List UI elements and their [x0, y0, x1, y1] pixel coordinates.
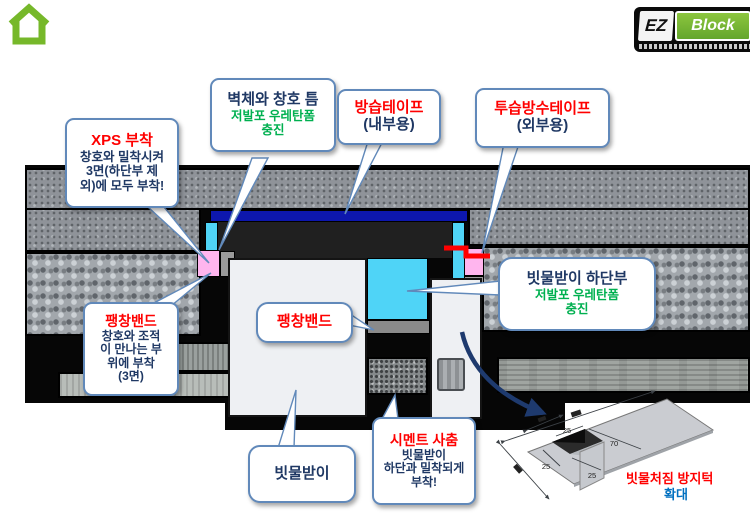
callout-wall-gap-title: 벽체와 창호 틈 [227, 91, 319, 109]
callout-gutter-bottom-title: 빗물받이 하단부 [526, 270, 628, 288]
callout-xps-title: XPS 부착 [91, 132, 153, 150]
house-icon [8, 3, 50, 45]
callout-vapor-tape-line: (내부용) [363, 116, 415, 133]
callout-xps-line: 외)에 모두 부착! [79, 178, 165, 193]
callout-expansion-band-left-title: 팽창밴드 [105, 313, 157, 329]
callout-cement-title: 시멘트 사춤 [389, 431, 459, 448]
callout-expansion-band-center-title: 팽창밴드 [276, 313, 333, 331]
callout-cement-line: 부착! [410, 474, 438, 489]
callout-wall-gap-line: 충진 [261, 123, 285, 138]
brick-course-right [497, 357, 750, 393]
callout-expansion-band-left-line: 창호와 조적 [101, 328, 161, 343]
callout-wall-gap-line: 저발포 우레탄폼 [231, 109, 315, 124]
vapor-tape-strip [210, 210, 468, 222]
xps-board-right [464, 248, 484, 276]
callout-cement-line: 빗물받이 [401, 447, 447, 462]
callout-cement: 시멘트 사춤 빗물받이 하단과 밀착되게 부착! [372, 417, 476, 505]
xps-board-left [197, 250, 220, 277]
callout-gutter-bottom-line: 저발포 우레탄폼 [535, 288, 619, 303]
callout-xps: XPS 부착 창호와 밀착시켜 3면(하단부 제 외)에 모두 부착! [65, 118, 179, 208]
callout-gutter-bottom-line: 충진 [565, 302, 589, 317]
concrete-wall-left [25, 208, 201, 252]
callout-expansion-band-left-line: (3면) [118, 369, 144, 384]
mini-dim-right: 70 [610, 439, 618, 448]
cement-fill-block [367, 357, 428, 395]
callout-breathable-tape-line: (외부용) [516, 117, 569, 134]
callout-vapor-tape: 방습테이프 (내부용) [337, 89, 441, 145]
callout-expansion-band-left-line: 이 만나는 부 [100, 342, 162, 357]
callout-xps-line: 창호와 밀착시켜 [80, 150, 164, 165]
gutter-base-strip [367, 320, 430, 334]
callout-vapor-tape-title: 방습테이프 [354, 99, 424, 117]
window-frame [218, 222, 458, 258]
callout-gutter-title: 빗물받이 [274, 464, 330, 482]
exterior-finish-column [430, 278, 482, 419]
callout-breathable-tape: 투습방수테이프 (외부용) [475, 88, 610, 148]
weep-vent [437, 358, 465, 391]
mini-dim-bottom: 25 [588, 471, 596, 480]
callout-gutter: 빗물받이 [248, 445, 356, 503]
logo-block-text: Block [675, 11, 750, 41]
callout-cement-line: 하단과 밀착되게 [383, 461, 465, 476]
callout-breathable-tape-title: 투습방수테이프 [494, 100, 591, 118]
mini-caption-blue: 확대 [664, 487, 688, 502]
logo-ez-text: EZ [637, 11, 675, 41]
ezblock-logo: EZ Block [634, 7, 750, 52]
callout-expansion-band-left-line: 위에 부착 [107, 355, 155, 370]
expansion-band-left-strip [205, 222, 218, 252]
callout-xps-line: 3면(하단부 제 [85, 164, 159, 179]
concrete-wall-right [468, 208, 750, 246]
callout-expansion-band-left: 팽창밴드 창호와 조적 이 만나는 부 위에 부착 (3면) [83, 302, 179, 396]
callout-expansion-band-center: 팽창밴드 [256, 302, 353, 343]
callout-wall-gap: 벽체와 창호 틈 저발포 우레탄폼 충진 [210, 78, 336, 152]
callout-gutter-bottom: 빗물받이 하단부 저발포 우레탄폼 충진 [498, 257, 656, 331]
mini-dim-left: 25 [542, 462, 550, 471]
foam-fill-under-gutter [367, 258, 428, 320]
ezblock-logo-row: EZ Block [637, 11, 750, 41]
logo-tagline [639, 44, 750, 49]
